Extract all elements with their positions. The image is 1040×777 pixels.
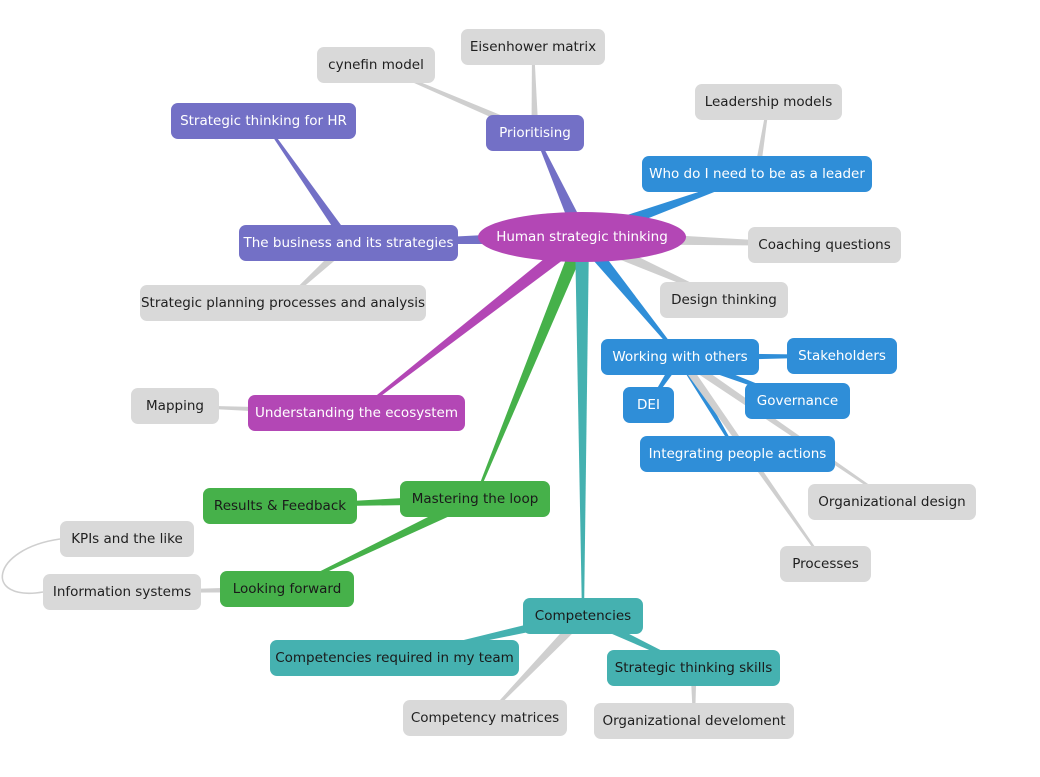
topic-planning[interactable]: Strategic planning processes and analysi… xyxy=(140,285,426,321)
topic-prioritising[interactable]: Prioritising xyxy=(486,115,584,151)
topic-label: Results & Feedback xyxy=(213,498,347,514)
edge-root-competencies xyxy=(575,237,589,616)
topic-sthr[interactable]: Strategic thinking for HR xyxy=(171,103,356,139)
edge-competencies-compmatrix xyxy=(484,612,587,719)
topic-dei[interactable]: DEI xyxy=(623,387,674,423)
topic-ecosystem[interactable]: Understanding the ecosystem xyxy=(248,395,465,431)
topic-label: Governance xyxy=(756,393,839,409)
topic-mapping[interactable]: Mapping xyxy=(131,388,219,424)
topic-coaching[interactable]: Coaching questions xyxy=(748,227,901,263)
edge-business-sthr xyxy=(262,120,353,246)
topic-label: Strategic thinking skills xyxy=(614,660,773,676)
topic-kpis[interactable]: KPIs and the like xyxy=(60,521,194,557)
topic-label: Organizational develoment xyxy=(602,713,786,729)
topic-governance[interactable]: Governance xyxy=(745,383,850,419)
topic-label: Organizational design xyxy=(818,494,966,510)
topic-competencies[interactable]: Competencies xyxy=(523,598,643,634)
edge-root-working xyxy=(576,232,681,358)
topic-label: Strategic thinking for HR xyxy=(180,113,347,129)
topic-label: The business and its strategies xyxy=(243,235,454,251)
topic-cynefin[interactable]: cynefin model xyxy=(317,47,435,83)
edge-root-mastering xyxy=(474,234,589,500)
topic-label: Eisenhower matrix xyxy=(469,39,597,55)
topic-label: Competencies required in my team xyxy=(275,650,514,666)
topic-integrating[interactable]: Integrating people actions xyxy=(640,436,835,472)
root-topic-root[interactable]: Human strategic thinking xyxy=(478,212,686,262)
topic-infosys[interactable]: Information systems xyxy=(43,574,201,610)
topic-label: Processes xyxy=(792,556,859,572)
topic-label: Design thinking xyxy=(671,292,777,308)
edge-root-ecosystem xyxy=(355,231,587,414)
topic-label: Integrating people actions xyxy=(648,446,827,462)
topic-label: Prioritising xyxy=(499,125,571,141)
topic-label: Understanding the ecosystem xyxy=(255,405,458,421)
topic-wholeader[interactable]: Who do I need to be as a leader xyxy=(642,156,872,192)
edge-mastering-forward xyxy=(286,494,478,590)
topic-label: Working with others xyxy=(612,349,748,365)
topic-label: Mastering the loop xyxy=(411,491,539,507)
topic-forward[interactable]: Looking forward xyxy=(220,571,354,607)
topic-orgdesign[interactable]: Organizational design xyxy=(808,484,976,520)
topic-label: cynefin model xyxy=(328,57,424,73)
topic-label: Human strategic thinking xyxy=(496,229,668,245)
topic-label: Competency matrices xyxy=(410,710,560,726)
topic-compteam[interactable]: Competencies required in my team xyxy=(270,640,519,676)
relationship-kpis-infosys xyxy=(1,538,61,595)
topic-processes[interactable]: Processes xyxy=(780,546,871,582)
topic-label: Information systems xyxy=(52,584,192,600)
topic-label: DEI xyxy=(637,397,660,413)
topic-label: Who do I need to be as a leader xyxy=(649,166,865,182)
topic-business[interactable]: The business and its strategies xyxy=(239,225,458,261)
topic-stskills[interactable]: Strategic thinking skills xyxy=(607,650,780,686)
topic-mastering[interactable]: Mastering the loop xyxy=(400,481,550,517)
topic-eisenhower[interactable]: Eisenhower matrix xyxy=(461,29,605,65)
topic-label: Leadership models xyxy=(704,94,833,110)
topic-label: Looking forward xyxy=(232,581,342,597)
topic-label: Strategic planning processes and analysi… xyxy=(140,295,426,311)
edge-prioritising-eisenhower xyxy=(531,47,539,134)
topic-label: Mapping xyxy=(146,398,204,414)
topic-results[interactable]: Results & Feedback xyxy=(203,488,357,524)
topic-design[interactable]: Design thinking xyxy=(660,282,788,318)
topic-label: Competencies xyxy=(534,608,632,624)
topic-compmatrix[interactable]: Competency matrices xyxy=(403,700,567,736)
topic-label: KPIs and the like xyxy=(71,531,183,547)
topic-label: Stakeholders xyxy=(798,348,886,364)
topic-orgdev[interactable]: Organizational develoment xyxy=(594,703,794,739)
topic-working[interactable]: Working with others xyxy=(601,339,759,375)
topic-leadmodels[interactable]: Leadership models xyxy=(695,84,842,120)
edge-working-orgdesign xyxy=(677,353,893,503)
topic-stakeholders[interactable]: Stakeholders xyxy=(787,338,897,374)
topic-label: Coaching questions xyxy=(758,237,891,253)
